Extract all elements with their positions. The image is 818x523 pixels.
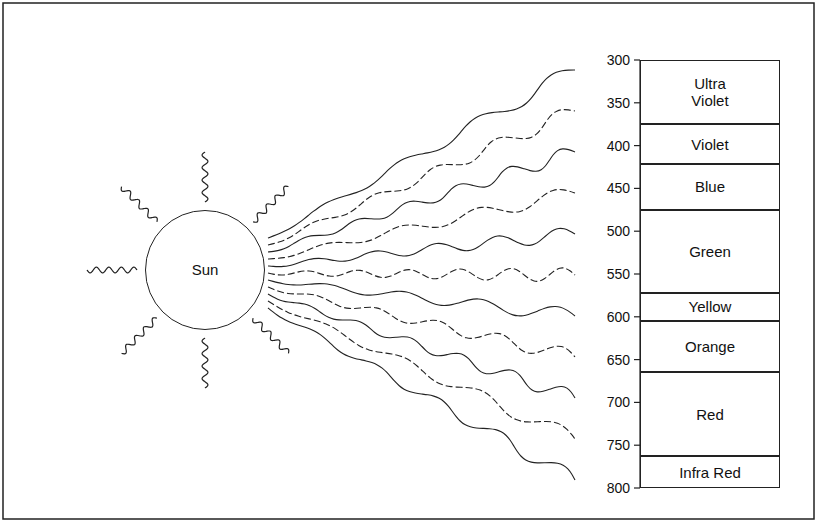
band-label: Violet: [691, 136, 728, 153]
spectrum-band: Violet: [640, 124, 780, 164]
band-label: Yellow: [689, 298, 732, 315]
light-wave: [268, 190, 575, 259]
scale-number: 650: [605, 352, 632, 368]
spectrum-band: Ultra Violet: [640, 60, 780, 124]
light-wave: [268, 149, 575, 252]
band-label: Ultra Violet: [680, 75, 740, 110]
light-wave: [268, 308, 575, 480]
light-wave: [268, 301, 575, 439]
light-wave: [268, 280, 575, 316]
light-wave: [268, 228, 575, 266]
spectrum-band: Orange: [640, 321, 780, 372]
light-wave: [268, 268, 575, 282]
sun-ray: [253, 318, 289, 353]
scale-number: 500: [605, 223, 632, 239]
sun-ray: [202, 338, 208, 388]
band-label: Orange: [685, 338, 735, 355]
spectrum-band: Blue: [640, 164, 780, 209]
spectrum-band: Green: [640, 210, 780, 293]
scale-number: 400: [605, 138, 632, 154]
spectrum-band: Infra Red: [640, 456, 780, 488]
light-wave: [268, 70, 575, 238]
sun-ray: [87, 267, 137, 273]
band-label: Infra Red: [679, 464, 741, 481]
spectrum-band: Red: [640, 372, 780, 456]
spectrum-band: Yellow: [640, 293, 780, 321]
band-label: Blue: [695, 178, 725, 195]
scale-number: 350: [605, 95, 632, 111]
light-wave: [268, 110, 575, 245]
scale-number: 700: [605, 394, 632, 410]
sun-ray: [122, 318, 157, 354]
light-wave: [268, 294, 575, 398]
sun-ray: [202, 152, 208, 202]
scale-number: 800: [605, 480, 632, 496]
sun-ray: [121, 187, 157, 222]
scale-number: 450: [605, 180, 632, 196]
sun-ray: [253, 186, 288, 222]
sun-circle: Sun: [145, 210, 265, 330]
band-label: Green: [689, 243, 731, 260]
scale-number: 750: [605, 437, 632, 453]
scale-number: 550: [605, 266, 632, 282]
frame: [3, 3, 814, 519]
scale-number: 300: [605, 52, 632, 68]
band-label: Red: [696, 406, 724, 423]
scale-number: 600: [605, 309, 632, 325]
sun-label: Sun: [192, 261, 219, 278]
